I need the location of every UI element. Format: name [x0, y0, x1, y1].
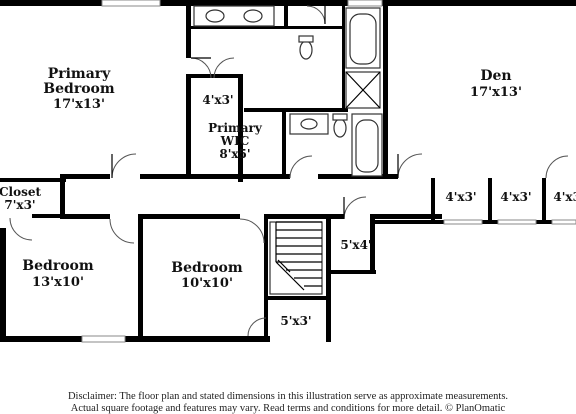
room-dims-bedroom-center: 10'x10': [181, 276, 233, 291]
wall-shower-divider: [342, 6, 345, 110]
stair-outline: [269, 221, 323, 295]
wall-5x4-right: [370, 214, 375, 274]
fixtures: [193, 5, 383, 177]
window-bottom-left: [81, 335, 126, 343]
room-dims-den-closet-3: 4'x3': [553, 190, 576, 204]
window-top-bath: [347, 0, 383, 7]
wall-closet-bottom: [32, 214, 66, 218]
wall-5x3-top: [264, 296, 330, 300]
wall-closet-door-top: [284, 6, 288, 28]
door-den: [397, 153, 423, 179]
toilet-icon: [299, 40, 313, 60]
room-dims-closet-left: 7'x3': [4, 198, 35, 212]
wall-closet-right: [60, 178, 65, 218]
wall-vanity-bottom: [186, 26, 342, 29]
room-name-primary-bedroom: Primary: [48, 66, 111, 82]
door-closet-left: [9, 217, 33, 241]
door-bedroom-left: [109, 218, 135, 244]
room-name-primary-wic-2: WIC: [220, 134, 250, 148]
bathtub-inner: [355, 119, 379, 173]
wall-hall-top-mid: [140, 174, 290, 179]
room-dims-den-closet-2: 4'x3': [500, 190, 531, 204]
wall-top-right: [382, 0, 576, 6]
disclaimer-line-1: Disclaimer: The floor plan and stated di…: [67, 391, 509, 402]
wall-hall-top-left: [60, 174, 110, 179]
window-top-primary: [101, 0, 161, 7]
wall-den-closet-b: [488, 178, 492, 224]
wall-bottom-center: [140, 336, 270, 342]
doors: [9, 5, 569, 337]
wall-hall-bottom-d: [372, 214, 442, 219]
room-dims-primary-wic: 8'x5': [219, 147, 250, 161]
wall-stair-left: [264, 214, 268, 342]
wall-top-mid: [160, 0, 348, 6]
wall-wic-top: [244, 108, 348, 112]
sink-icon: [300, 118, 318, 130]
toilet-tank: [332, 113, 348, 121]
room-name-primary-wic: Primary: [208, 121, 263, 135]
wall-bath-right: [383, 0, 388, 178]
wall-hall-bottom-b: [140, 214, 240, 219]
door-5x3: [247, 317, 267, 337]
window-den-closet-1: [443, 219, 483, 225]
wall-hall-bottom-c: [266, 214, 344, 219]
door-bedroom-center: [239, 218, 265, 244]
door-5x4: [343, 196, 367, 220]
door-bath-closet: [306, 5, 326, 25]
sink-icon: [243, 9, 263, 23]
room-dims-den-closet-1: 4'x3': [445, 190, 476, 204]
room-name-primary-bedroom-2: Bedroom: [43, 81, 115, 97]
door-wic: [213, 57, 235, 79]
room-dims-primary-bedroom: 17'x13': [53, 97, 105, 112]
window-den-closet-3: [551, 219, 576, 225]
room-name-den: Den: [480, 68, 511, 84]
room-labels: Primary Bedroom 17'x13' Den 17'x13' Prim…: [0, 66, 576, 328]
wall-5x4-bottom: [326, 270, 376, 274]
toilet-tank: [298, 35, 314, 43]
sink-icon: [205, 9, 225, 23]
wall-den-closet-a: [431, 178, 435, 224]
toilet-icon: [333, 118, 347, 138]
door-den-closet-3: [545, 155, 569, 179]
room-name-bedroom-center: Bedroom: [171, 260, 243, 276]
wall-top-left: [0, 0, 102, 6]
wall-4x3-divider: [238, 74, 243, 182]
door-hall-bath: [289, 155, 313, 179]
bathtub-inner: [349, 13, 377, 65]
wall-bedroom-divider: [138, 214, 143, 342]
window-den-closet-2: [497, 219, 537, 225]
wall-stair-right: [326, 214, 331, 342]
room-dims-bedroom-left: 13'x10': [32, 275, 84, 290]
wall-left-lower: [0, 228, 6, 340]
room-dims-closet-5x3: 5'x3': [280, 314, 311, 328]
wall-den-closet-c: [542, 178, 546, 224]
wall-closet-top: [0, 178, 66, 182]
wall-primary-right-low: [186, 78, 191, 178]
disclaimer-line-2: Actual square footage and features may v…: [70, 403, 506, 414]
room-name-bedroom-left: Bedroom: [22, 258, 94, 274]
room-name-closet-left: Closet: [0, 185, 41, 199]
room-dims-closet-5x4: 5'x4': [340, 238, 371, 252]
wall-bottom-left: [0, 336, 82, 342]
room-dims-closet-4x3-top: 4'x3': [202, 93, 233, 107]
wall-wic-right: [282, 112, 286, 178]
windows: [81, 0, 576, 343]
wall-bottom-mid: [125, 336, 147, 342]
stairs: [269, 221, 323, 295]
room-dims-den: 17'x13': [470, 85, 522, 100]
door-primary-bedroom: [111, 153, 137, 179]
wall-hall-bottom-a: [60, 214, 110, 219]
